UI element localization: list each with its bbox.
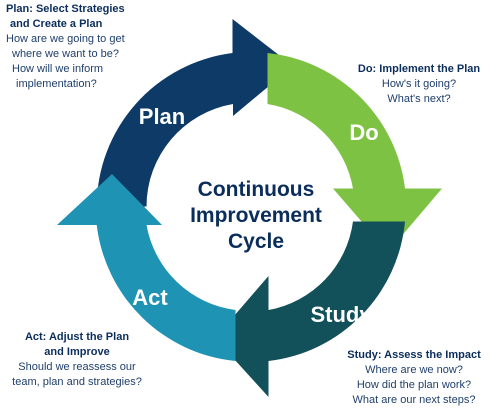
center-title-line-2: Improvement: [190, 204, 322, 227]
plan-arrow-segment: [96, 19, 293, 207]
study-segment-label: Study: [310, 302, 372, 327]
act-arrow-segment: [57, 174, 236, 361]
do-callout-line-2: What's next?: [387, 93, 451, 105]
study-callout-line-3: What are our next steps?: [352, 394, 476, 406]
plan-callout-line-3: How will we inform: [12, 63, 104, 75]
plan-callout-line-1: How are we going to get: [6, 33, 125, 45]
act-callout-heading-2: and Improve: [44, 346, 110, 358]
do-arrow-segment: [267, 53, 442, 252]
act-callout-line-1: Should we reassess our: [18, 361, 136, 373]
act-callout: Act: Adjust the Plan and Improve Should …: [2, 330, 152, 390]
center-title-line-1: Continuous: [198, 178, 315, 201]
plan-callout-heading-1: Plan: Select Strategies: [6, 3, 125, 15]
plan-callout-line-2: where we want to be?: [12, 48, 120, 60]
plan-callout: Plan: Select Strategies and Create a Pla…: [6, 2, 166, 92]
study-arrow-segment: [215, 221, 405, 397]
do-segment-label: Do: [349, 120, 378, 145]
plan-callout-line-4: implementation?: [16, 78, 97, 90]
study-callout-line-1: Where are we now?: [365, 364, 463, 376]
study-callout-line-2: How did the plan work?: [356, 379, 472, 391]
study-callout: Study: Assess the Impact Where are we no…: [334, 348, 494, 408]
plan-callout-heading-2: and Create a Plan: [10, 18, 103, 30]
act-callout-heading-1: Act: Adjust the Plan: [24, 331, 130, 343]
plan-segment-label: Plan: [139, 104, 185, 129]
study-callout-heading: Study: Assess the Impact: [347, 349, 481, 361]
center-title-line-3: Cycle: [228, 230, 284, 253]
do-callout-line-1: How's it going?: [381, 78, 457, 90]
act-segment-label: Act: [132, 285, 168, 310]
act-callout-line-2: team, plan and strategies?: [12, 376, 142, 388]
do-callout-heading: Do: Implement the Plan: [357, 63, 481, 75]
do-callout: Do: Implement the Plan How's it going? W…: [344, 62, 494, 107]
